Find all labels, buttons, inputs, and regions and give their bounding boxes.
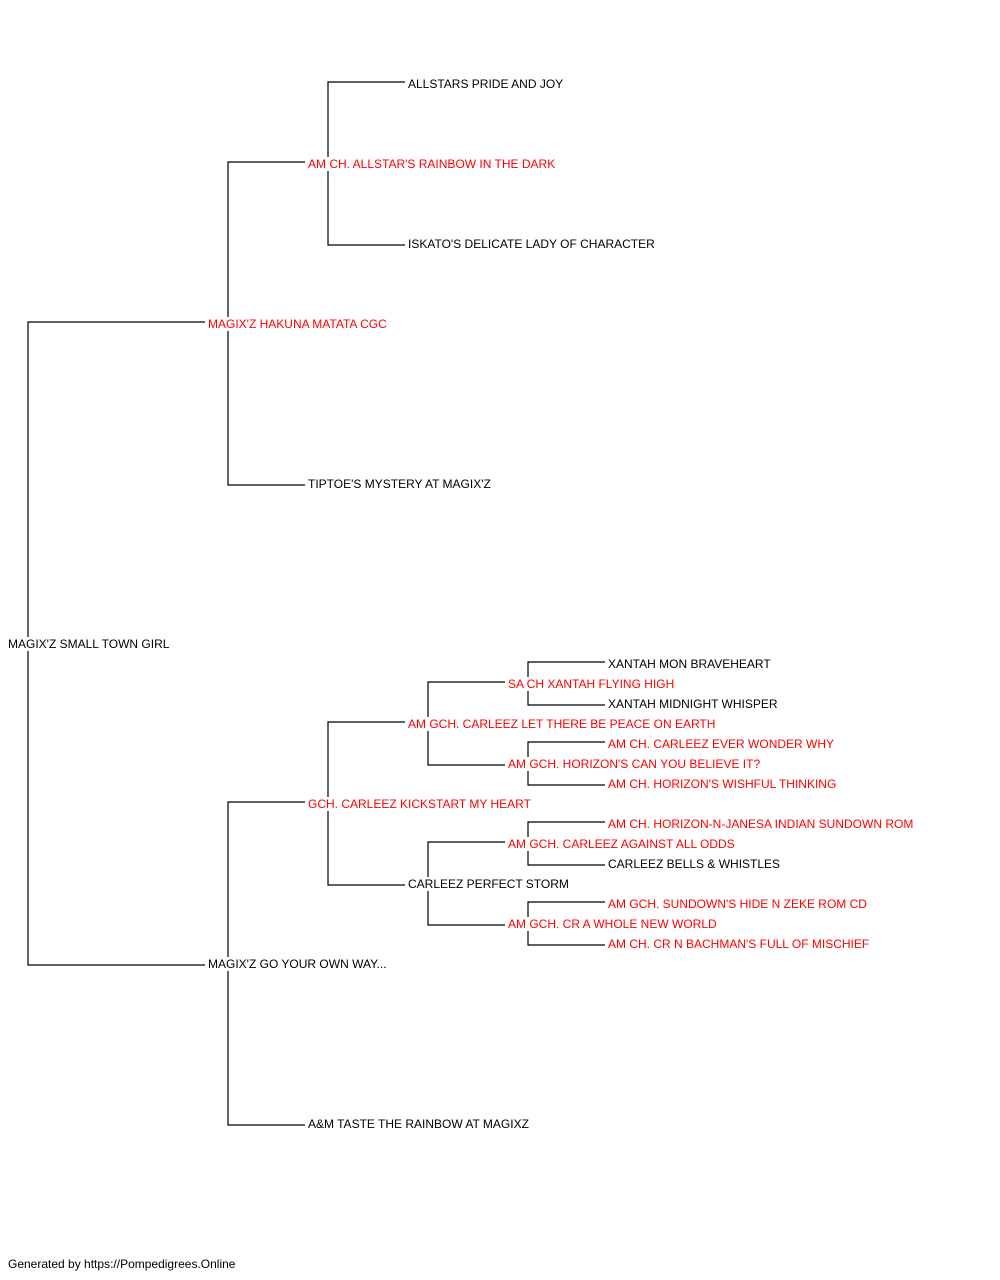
dam-sire-sire-sire-sire-name[interactable]: XANTAH MON BRAVEHEART: [608, 657, 773, 671]
dam-sire-sire-dam-dam-name[interactable]: AM CH. HORIZON'S WISHFUL THINKING: [608, 777, 839, 791]
sire-sire-dam-name[interactable]: ISKATO'S DELICATE LADY OF CHARACTER: [408, 237, 657, 251]
dam-sire-dam-sire-dam-name[interactable]: CARLEEZ BELLS & WHISTLES: [608, 857, 783, 871]
dam-name[interactable]: MAGIX'Z GO YOUR OWN WAY...: [208, 957, 389, 971]
dam-dam-name[interactable]: A&M TASTE THE RAINBOW AT MAGIXZ: [308, 1117, 531, 1131]
dam-sire-sire-name[interactable]: AM GCH. CARLEEZ LET THERE BE PEACE ON EA…: [408, 717, 718, 731]
dam-sire-dam-sire-name[interactable]: AM GCH. CARLEEZ AGAINST ALL ODDS: [508, 837, 737, 851]
dam-sire-sire-sire-dam-name[interactable]: XANTAH MIDNIGHT WHISPER: [608, 697, 780, 711]
footer-credit: Generated by https://Pompedigrees.Online: [8, 1257, 236, 1271]
sire-sire-name[interactable]: AM CH. ALLSTAR'S RAINBOW IN THE DARK: [308, 157, 558, 171]
dam-sire-sire-dam-sire-name[interactable]: AM CH. CARLEEZ EVER WONDER WHY: [608, 737, 837, 751]
dam-sire-dam-name[interactable]: CARLEEZ PERFECT STORM: [408, 877, 571, 891]
dam-sire-sire-sire-name[interactable]: SA CH XANTAH FLYING HIGH: [508, 677, 677, 691]
sire-sire-sire-name[interactable]: ALLSTARS PRIDE AND JOY: [408, 77, 566, 91]
dam-sire-dam-dam-sire-name[interactable]: AM GCH. SUNDOWN'S HIDE N ZEKE ROM CD: [608, 897, 869, 911]
dam-sire-dam-dam-dam-name[interactable]: AM CH. CR N BACHMAN'S FULL OF MISCHIEF: [608, 937, 872, 951]
sire-name[interactable]: MAGIX'Z HAKUNA MATATA CGC: [208, 317, 389, 331]
dam-sire-sire-dam-name[interactable]: AM GCH. HORIZON'S CAN YOU BELIEVE IT?: [508, 757, 763, 771]
dam-sire-dam-dam-name[interactable]: AM GCH. CR A WHOLE NEW WORLD: [508, 917, 719, 931]
dam-sire-dam-sire-sire-name[interactable]: AM CH. HORIZON-N-JANESA INDIAN SUNDOWN R…: [608, 817, 916, 831]
dam-sire-name[interactable]: GCH. CARLEEZ KICKSTART MY HEART: [308, 797, 533, 811]
sire-dam-name[interactable]: TIPTOE'S MYSTERY AT MAGIX'Z: [308, 477, 493, 491]
subject-dog-name[interactable]: MAGIX'Z SMALL TOWN GIRL: [8, 637, 172, 651]
